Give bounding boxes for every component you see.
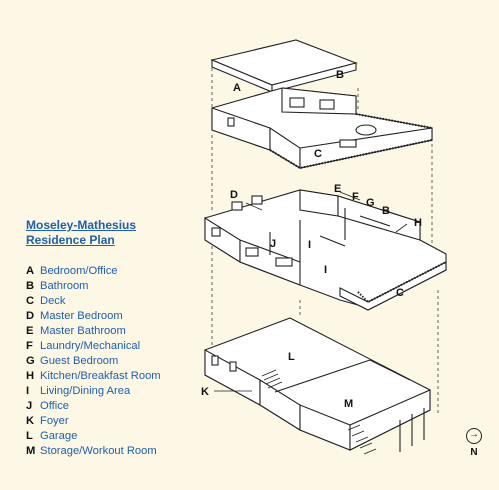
label-mid-e: E [334,183,341,195]
label-mid-i2: I [324,264,327,276]
label-mid-g: G [366,197,375,209]
label-bot-m: M [344,398,353,410]
legend-title: Moseley-Mathesius Residence Plan [26,218,161,248]
alignment-lines [211,62,439,415]
lower-level [204,317,431,455]
compass: → N [465,428,483,458]
legend-title-line1: Moseley-Mathesius [26,218,137,232]
legend-room: Bedroom/Office [40,265,118,277]
label-mid-c: C [396,287,404,299]
roof-slab [210,39,358,93]
legend-room: Master Bedroom [40,310,123,322]
legend-item: C Deck [26,294,161,309]
label-top-a: A [233,82,241,94]
legend-item: A Bedroom/Office [26,264,161,279]
legend-room: Deck [40,295,66,307]
legend-key: D [26,310,35,322]
legend-room: Bathroom [40,280,89,292]
legend-room: Master Bathroom [40,325,126,337]
main-level [204,189,447,311]
legend-key: J [26,400,33,412]
legend-key: A [26,265,35,277]
legend-key: H [26,370,35,382]
legend-key: K [26,415,35,427]
label-bot-k: K [201,386,209,398]
legend-title-line2: Residence Plan [26,233,115,247]
label-mid-i1: I [308,239,311,251]
upper-level [211,87,433,170]
label-bot-l: L [288,351,295,363]
legend-room: Foyer [40,415,69,427]
legend-item: H Kitchen/Breakfast Room [26,369,161,384]
legend: Moseley-Mathesius Residence Plan A Bedroo… [26,218,161,459]
legend-item: F Laundry/Mechanical [26,339,161,354]
label-mid-d: D [230,189,238,201]
room-labels: A B C D E F G B H J I I C L K M [201,69,422,410]
legend-key: C [26,295,35,307]
legend-list: A Bedroom/Office B Bathroom C Deck D Master … [26,264,161,459]
legend-room: Guest Bedroom [40,355,119,367]
legend-room: Office [40,400,70,412]
legend-room: Living/Dining Area [40,385,131,397]
legend-item: B Bathroom [26,279,161,294]
legend-key: G [26,355,35,367]
legend-item: L Garage [26,429,161,444]
label-top-c: C [314,148,322,160]
legend-key: M [26,445,36,457]
legend-item: D Master Bedroom [26,309,161,324]
legend-item: J Office [26,399,161,414]
label-top-b: B [336,69,344,81]
label-mid-j: J [270,238,276,250]
label-mid-h: H [414,217,422,229]
legend-room: Garage [40,430,78,442]
legend-item: G Guest Bedroom [26,354,161,369]
legend-item: K Foyer [26,414,161,429]
arrow-right-icon: → [469,429,479,440]
legend-room: Kitchen/Breakfast Room [40,370,161,382]
north-label: N [470,447,478,458]
legend-item: I Living/Dining Area [26,384,161,399]
legend-key: I [26,385,30,397]
legend-key: E [26,325,34,337]
legend-item: M Storage/Workout Room [26,444,161,459]
compass-circle: → [466,428,482,444]
legend-key: F [26,340,33,352]
label-mid-f: F [352,191,359,203]
legend-item: E Master Bathroom [26,324,161,339]
legend-key: B [26,280,35,292]
legend-key: L [26,430,33,442]
label-mid-b: B [382,205,390,217]
legend-room: Laundry/Mechanical [40,340,141,352]
legend-room: Storage/Workout Room [40,445,157,457]
